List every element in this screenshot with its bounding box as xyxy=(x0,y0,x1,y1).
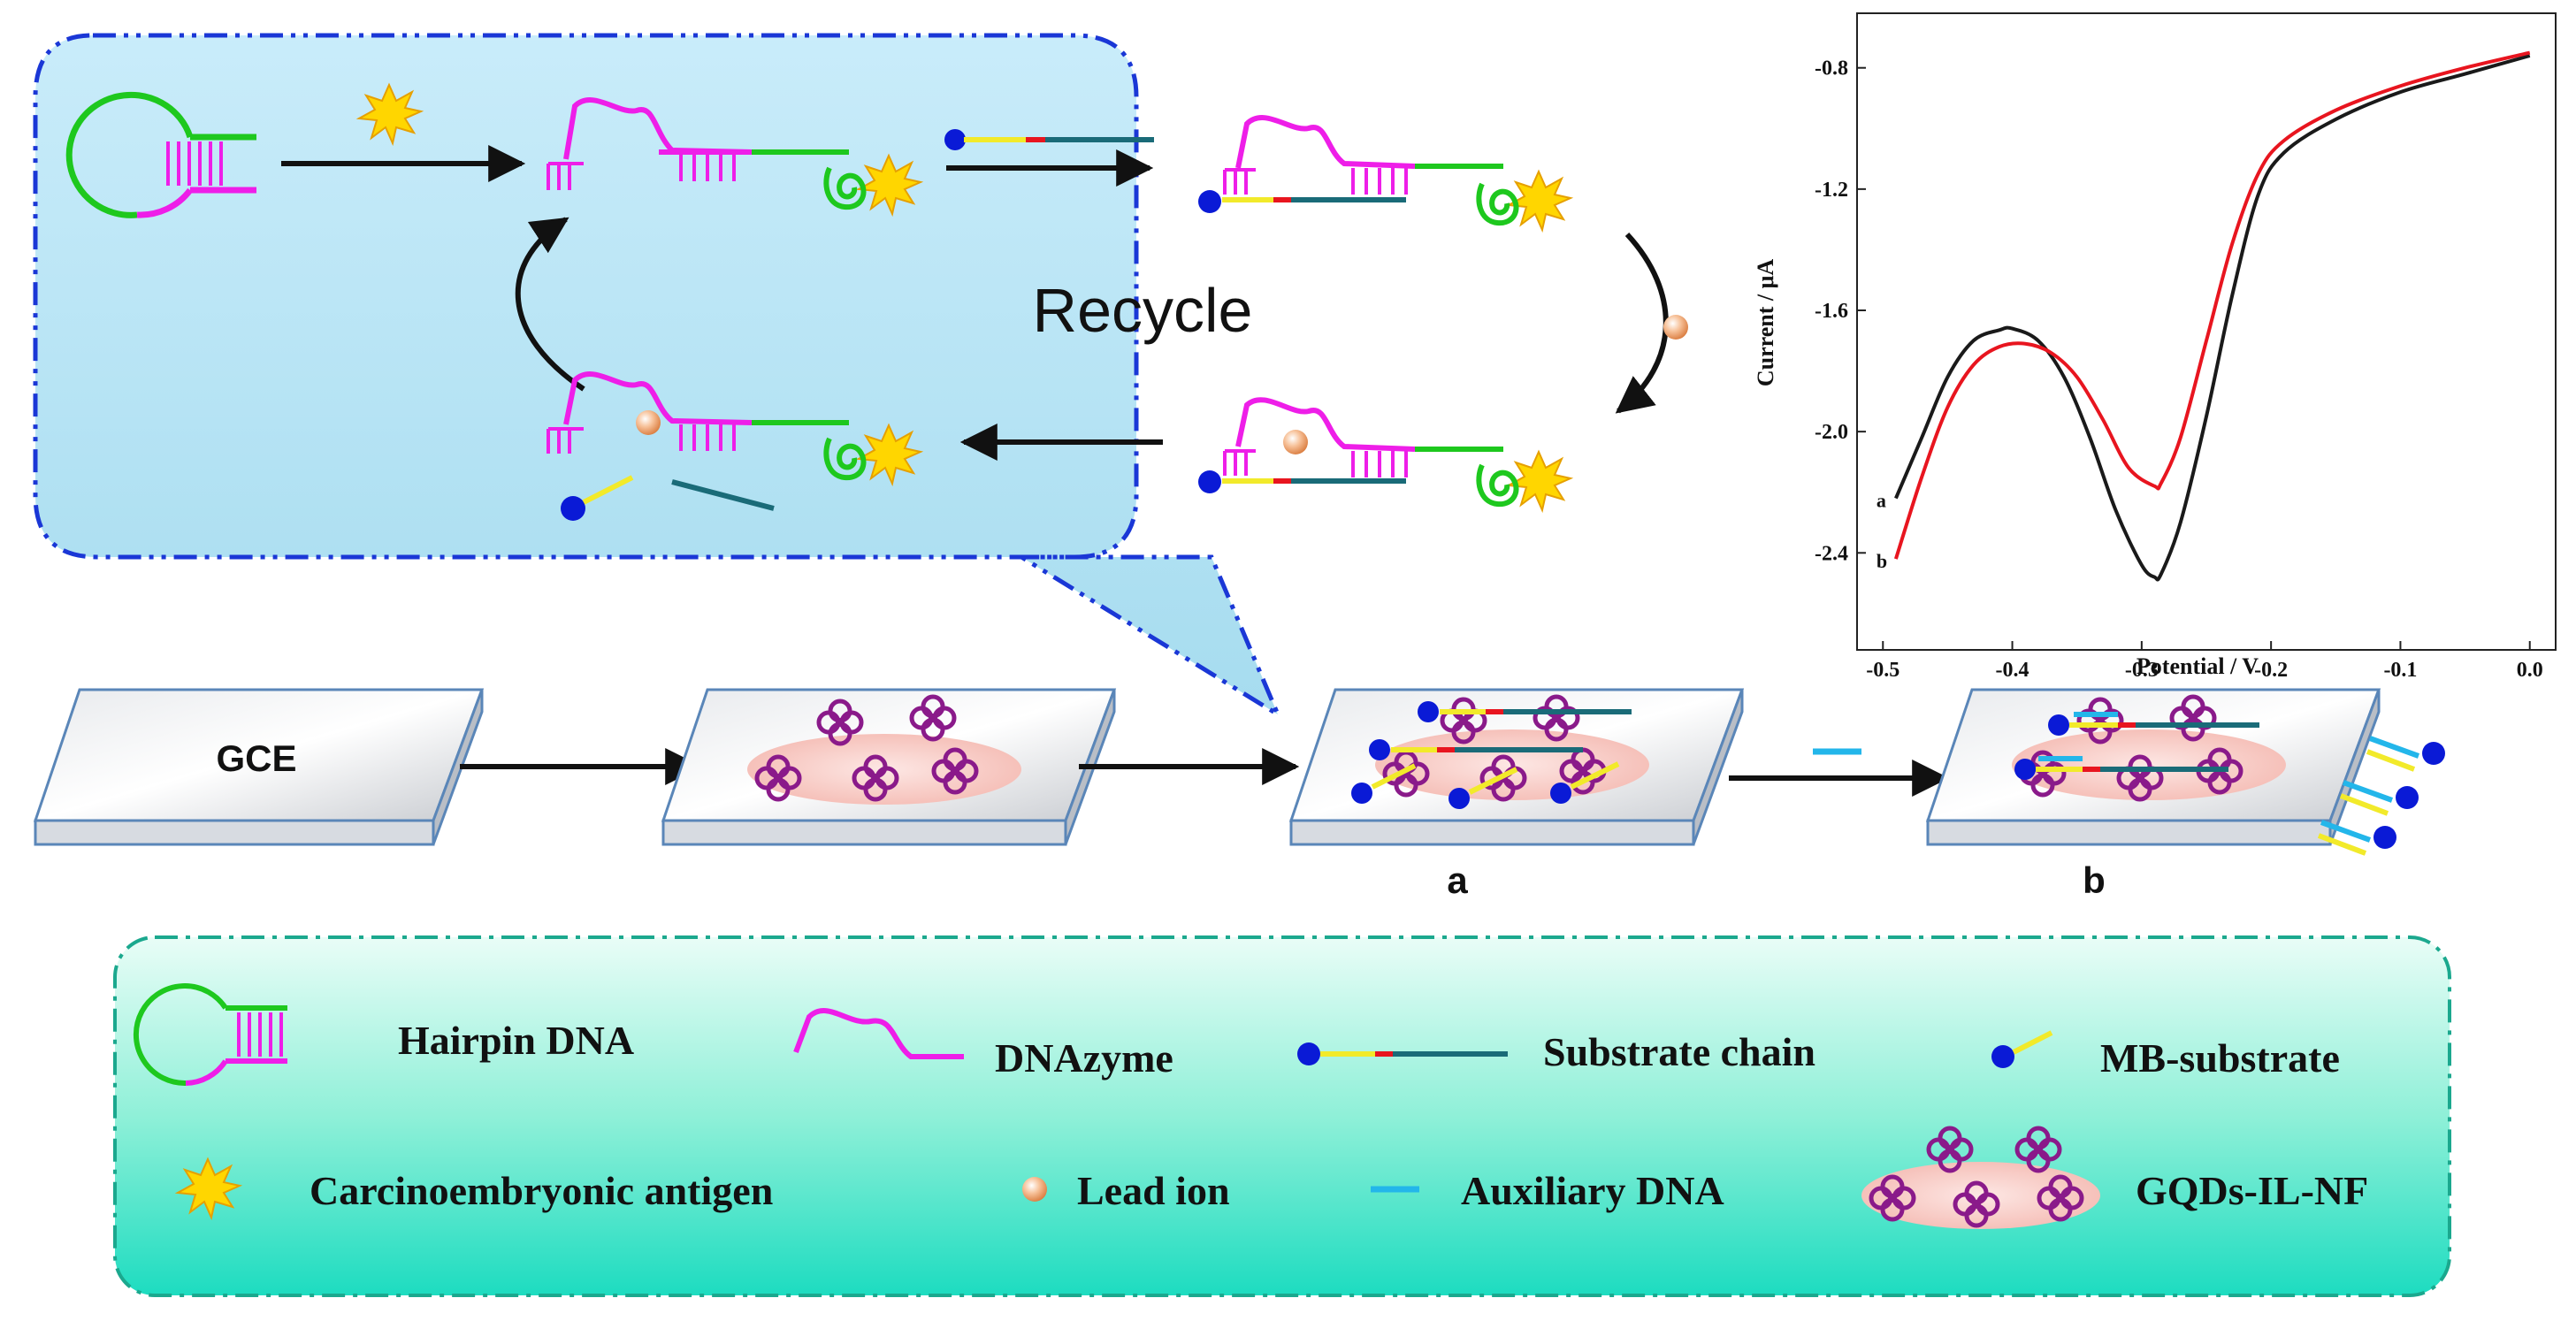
chart-x-tick-label: -0.2 xyxy=(2254,659,2288,682)
legend-item-dnazyme: DNAzyme xyxy=(793,1008,1173,1080)
dpv-chart: -0.5 -0.4 -0.3 -0.2 -0.1 0.0 -0.8 -1.2 -1.6 -2.0 -… xyxy=(1753,12,2557,682)
dnazyme-substrate-complex xyxy=(1198,115,1571,231)
legend-cea-label: Carcinoembryonic antigen xyxy=(310,1168,773,1213)
chart-y-axis-title: Current / μA xyxy=(1753,259,1778,386)
chart-y-tick-label: -0.8 xyxy=(1815,57,1848,80)
chart-series-line-a xyxy=(1894,54,2531,582)
gce-label: GCE xyxy=(216,737,296,779)
chart-series-label: a xyxy=(1877,490,1886,512)
legend-substrate-label: Substrate chain xyxy=(1543,1029,1815,1074)
legend-item-mb-substrate: MB-substrate xyxy=(1991,1030,2340,1080)
electrode-a: a xyxy=(1288,688,1745,901)
legend-item-lead: Lead ion xyxy=(1022,1168,1230,1213)
chart-axes: -0.5 -0.4 -0.3 -0.2 -0.1 0.0 -0.8 -1.2 -1.6 -2.0 -… xyxy=(1815,57,2543,682)
legend-hairpin-label: Hairpin DNA xyxy=(398,1018,634,1063)
chart-y-tick-label: -2.0 xyxy=(1815,421,1848,444)
chart-x-axis-title: Potential / V xyxy=(2136,653,2259,679)
electrode-b-label: b xyxy=(2083,859,2106,901)
hairpin-dna-start xyxy=(65,91,256,218)
recycle-bubble xyxy=(33,33,1283,721)
legend-item-auxiliary: Auxiliary DNA xyxy=(1371,1168,1724,1213)
recycle-arrow-left xyxy=(515,217,585,392)
chart-y-tick-label: -2.4 xyxy=(1815,542,1848,565)
legend-auxiliary-label: Auxiliary DNA xyxy=(1461,1168,1724,1213)
complex-with-lead xyxy=(1198,397,1571,511)
legend-item-gqds: GQDs-IL-NF xyxy=(1861,1128,2368,1229)
electrode-gce: GCE xyxy=(33,688,485,846)
chart-series: ab xyxy=(1877,50,2531,582)
legend-gqds-label: GQDs-IL-NF xyxy=(2136,1168,2368,1213)
chart-x-tick-label: -0.1 xyxy=(2383,659,2417,682)
legend-item-substrate: Substrate chain xyxy=(1297,1029,1815,1074)
recycle-label: Recycle xyxy=(1033,276,1253,345)
chart-x-tick-label: -0.3 xyxy=(2125,659,2159,682)
legend-box xyxy=(113,935,2451,1297)
lead-ion-icon xyxy=(1663,315,1688,340)
substrate-chain-icon xyxy=(944,129,1154,150)
electrode-a-label: a xyxy=(1447,859,1468,901)
chart-y-tick-label: -1.6 xyxy=(1815,300,1848,323)
chart-x-tick-label: -0.5 xyxy=(1866,659,1900,682)
legend-mb-substrate-label: MB-substrate xyxy=(2100,1035,2340,1080)
opened-hairpin-cea xyxy=(547,97,921,215)
recycle-arrow-right xyxy=(1615,232,1669,414)
chart-x-tick-label: -0.4 xyxy=(1996,659,2029,682)
chart-plot-area xyxy=(1856,12,2557,651)
legend-item-cea: Carcinoembryonic antigen xyxy=(177,1158,773,1218)
chart-series-line-b xyxy=(1893,50,2531,560)
legend-item-hairpin: Hairpin DNA xyxy=(133,983,634,1087)
electrode-b: b xyxy=(1925,688,2445,901)
chart-y-tick-label: -1.2 xyxy=(1815,179,1848,202)
chart-x-tick-label: 0.0 xyxy=(2517,659,2543,682)
chart-series-label: b xyxy=(1877,550,1887,572)
cleaved-products xyxy=(547,371,921,521)
legend-lead-label: Lead ion xyxy=(1077,1168,1230,1213)
legend-dnazyme-label: DNAzyme xyxy=(995,1035,1173,1080)
electrode-modified xyxy=(661,688,1117,846)
